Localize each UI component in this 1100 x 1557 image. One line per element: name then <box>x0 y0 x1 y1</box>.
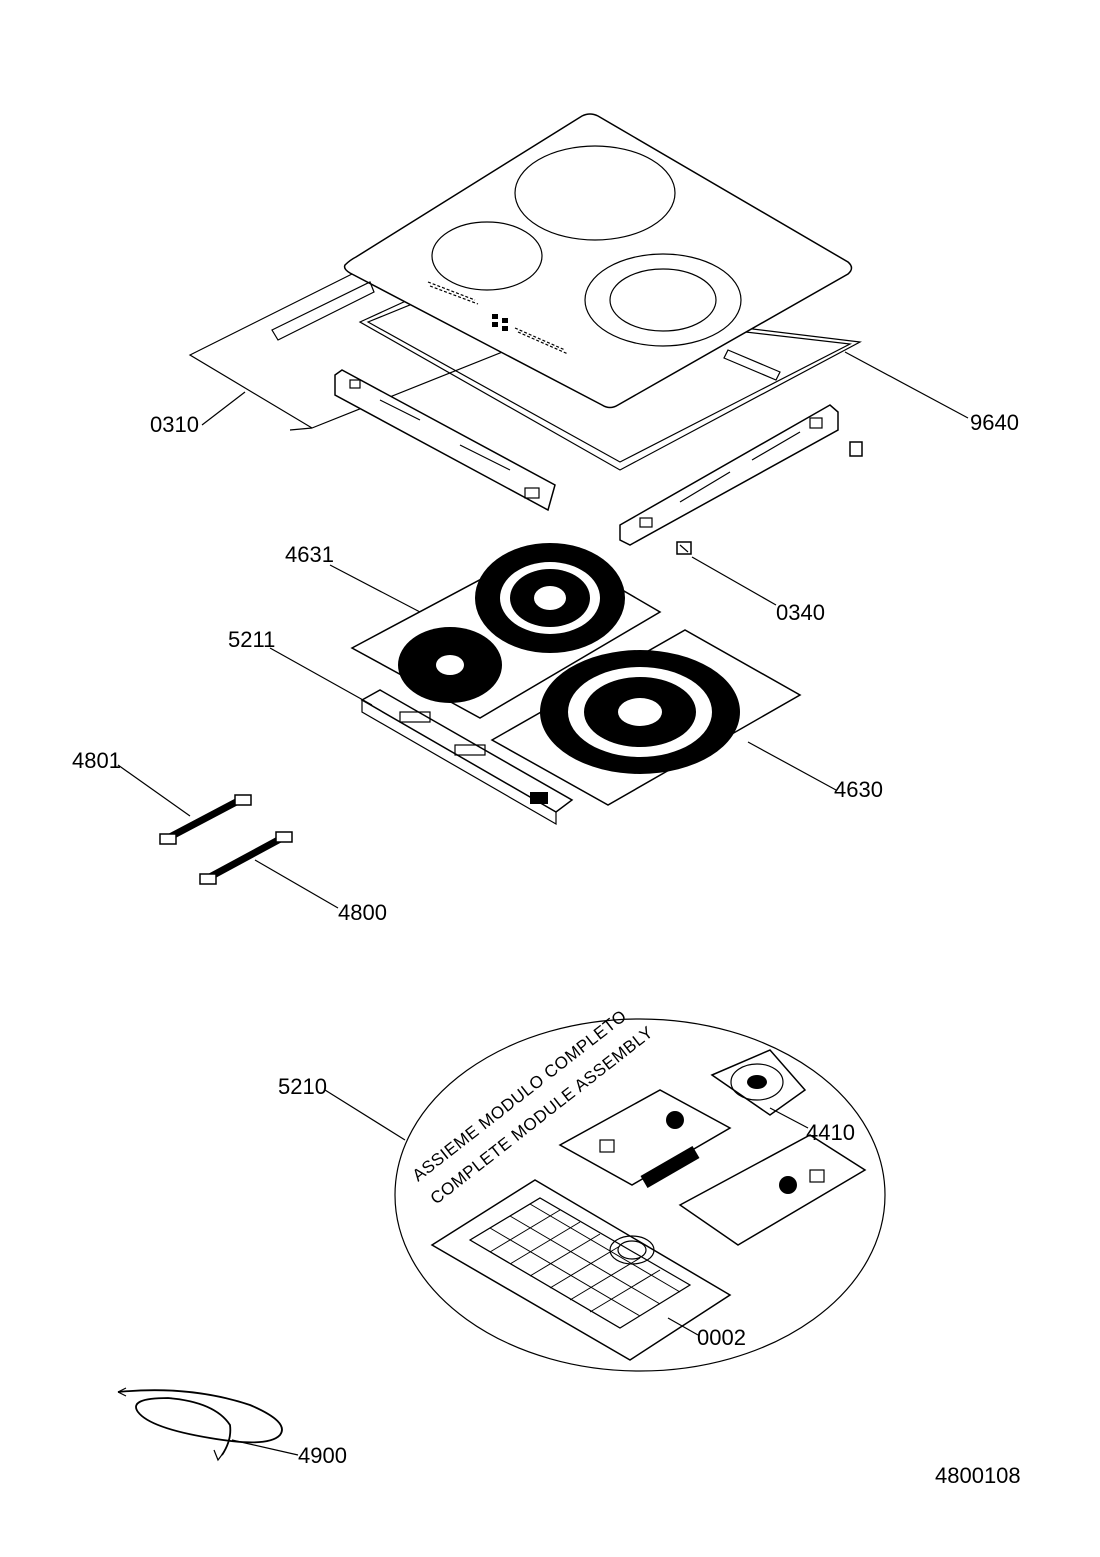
label-4630: 4630 <box>834 777 883 802</box>
part-4631-inductor-pair <box>350 543 662 719</box>
label-4631: 4631 <box>285 542 334 567</box>
label-4801: 4801 <box>72 748 121 773</box>
part-0340-clip <box>676 541 692 555</box>
drawing-code: 4800108 <box>935 1463 1021 1488</box>
label-0002: 0002 <box>697 1325 746 1350</box>
part-labels: 0310 9640 4631 0340 5211 4801 4630 4800 … <box>72 410 1021 1488</box>
label-5210: 5210 <box>278 1074 327 1099</box>
label-0340: 0340 <box>776 600 825 625</box>
part-4630-inductor-large <box>490 629 802 806</box>
label-4800: 4800 <box>338 900 387 925</box>
label-9640: 9640 <box>970 410 1019 435</box>
label-4900: 4900 <box>298 1443 347 1468</box>
part-5210-module-assembly: ASSIEME MODULO COMPLETO COMPLETE MODULE … <box>394 1006 886 1372</box>
clip-small <box>849 441 863 457</box>
label-5211: 5211 <box>228 627 275 652</box>
leader-lines <box>117 351 969 1456</box>
side-rail-right <box>619 404 839 546</box>
label-0310: 0310 <box>150 412 199 437</box>
part-5211-control-board <box>360 689 574 826</box>
label-4410: 4410 <box>806 1120 855 1145</box>
part-4800-ribbon-cable <box>199 831 293 885</box>
side-rail-left <box>334 369 556 512</box>
part-4900-power-cord <box>117 1387 283 1462</box>
part-4801-ribbon-cable <box>159 794 252 845</box>
part-9640-glass-top <box>271 113 862 471</box>
